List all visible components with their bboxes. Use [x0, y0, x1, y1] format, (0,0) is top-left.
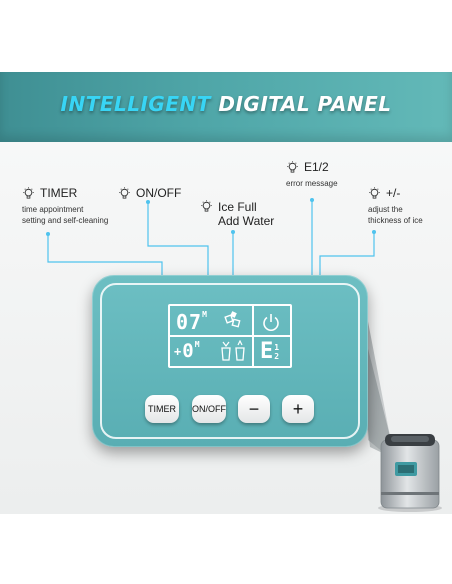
thickness-callout-desc-2: thickness of ice [368, 216, 423, 225]
callout-ice: Ice Full Add Water [200, 200, 274, 228]
timer-callout-desc-2: setting and self-cleaning [22, 216, 109, 225]
thickness-digit: 0 [182, 340, 195, 362]
ice-maker-machine [378, 434, 442, 512]
lightbulb-icon [369, 186, 380, 199]
callout-timer: TIMER time appointment setting and self-… [22, 186, 108, 226]
lightbulb-icon [119, 186, 130, 199]
lightbulb-icon [201, 200, 212, 212]
decrease-button[interactable]: − [238, 395, 270, 423]
error-code-bottom: 2 [274, 352, 280, 361]
thickness-readout: +0M [174, 340, 201, 362]
increase-button[interactable]: + [282, 395, 314, 423]
callout-onoff: ON/OFF [118, 186, 181, 200]
error-code-top: 1 [274, 343, 280, 352]
callout-error: E1/2 error message [286, 160, 338, 189]
error-callout-desc: error message [286, 179, 338, 188]
lightbulb-icon [23, 186, 34, 199]
add-water-icon [221, 340, 245, 361]
banner-title-part1: INTELLIGENT [60, 92, 211, 116]
banner-title: INTELLIGENT DIGITAL PANEL [0, 92, 452, 116]
timer-readout: 07M [176, 310, 208, 334]
timer-callout-title: TIMER [40, 186, 78, 200]
thickness-callout-title: +/- [386, 186, 401, 200]
callout-thickness: +/- adjust the thickness of ice [368, 186, 423, 226]
onoff-button[interactable]: ON/OFF [192, 395, 226, 423]
onoff-callout-title: ON/OFF [136, 186, 182, 200]
ice-full-icon [224, 311, 241, 328]
error-letter: E [260, 339, 275, 364]
power-icon [263, 314, 279, 331]
thickness-unit: M [194, 340, 201, 349]
ice-callout-title-2: Add Water [218, 214, 275, 228]
error-callout-title: E1/2 [304, 160, 329, 174]
display-divider [170, 335, 290, 337]
timer-callout-desc-1: time appointment [22, 205, 84, 214]
timer-digits: 07 [176, 310, 203, 334]
lightbulb-icon [287, 160, 298, 173]
timer-unit: M [202, 310, 208, 319]
thickness-sign: + [174, 344, 183, 359]
panel-bezel [100, 283, 360, 439]
timer-button[interactable]: TIMER [145, 395, 179, 423]
header-banner: INTELLIGENT DIGITAL PANEL [0, 72, 452, 142]
ice-callout-title-1: Ice Full [218, 200, 257, 214]
thickness-callout-desc-1: adjust the [368, 205, 403, 214]
banner-title-part2: DIGITAL PANEL [218, 92, 392, 116]
